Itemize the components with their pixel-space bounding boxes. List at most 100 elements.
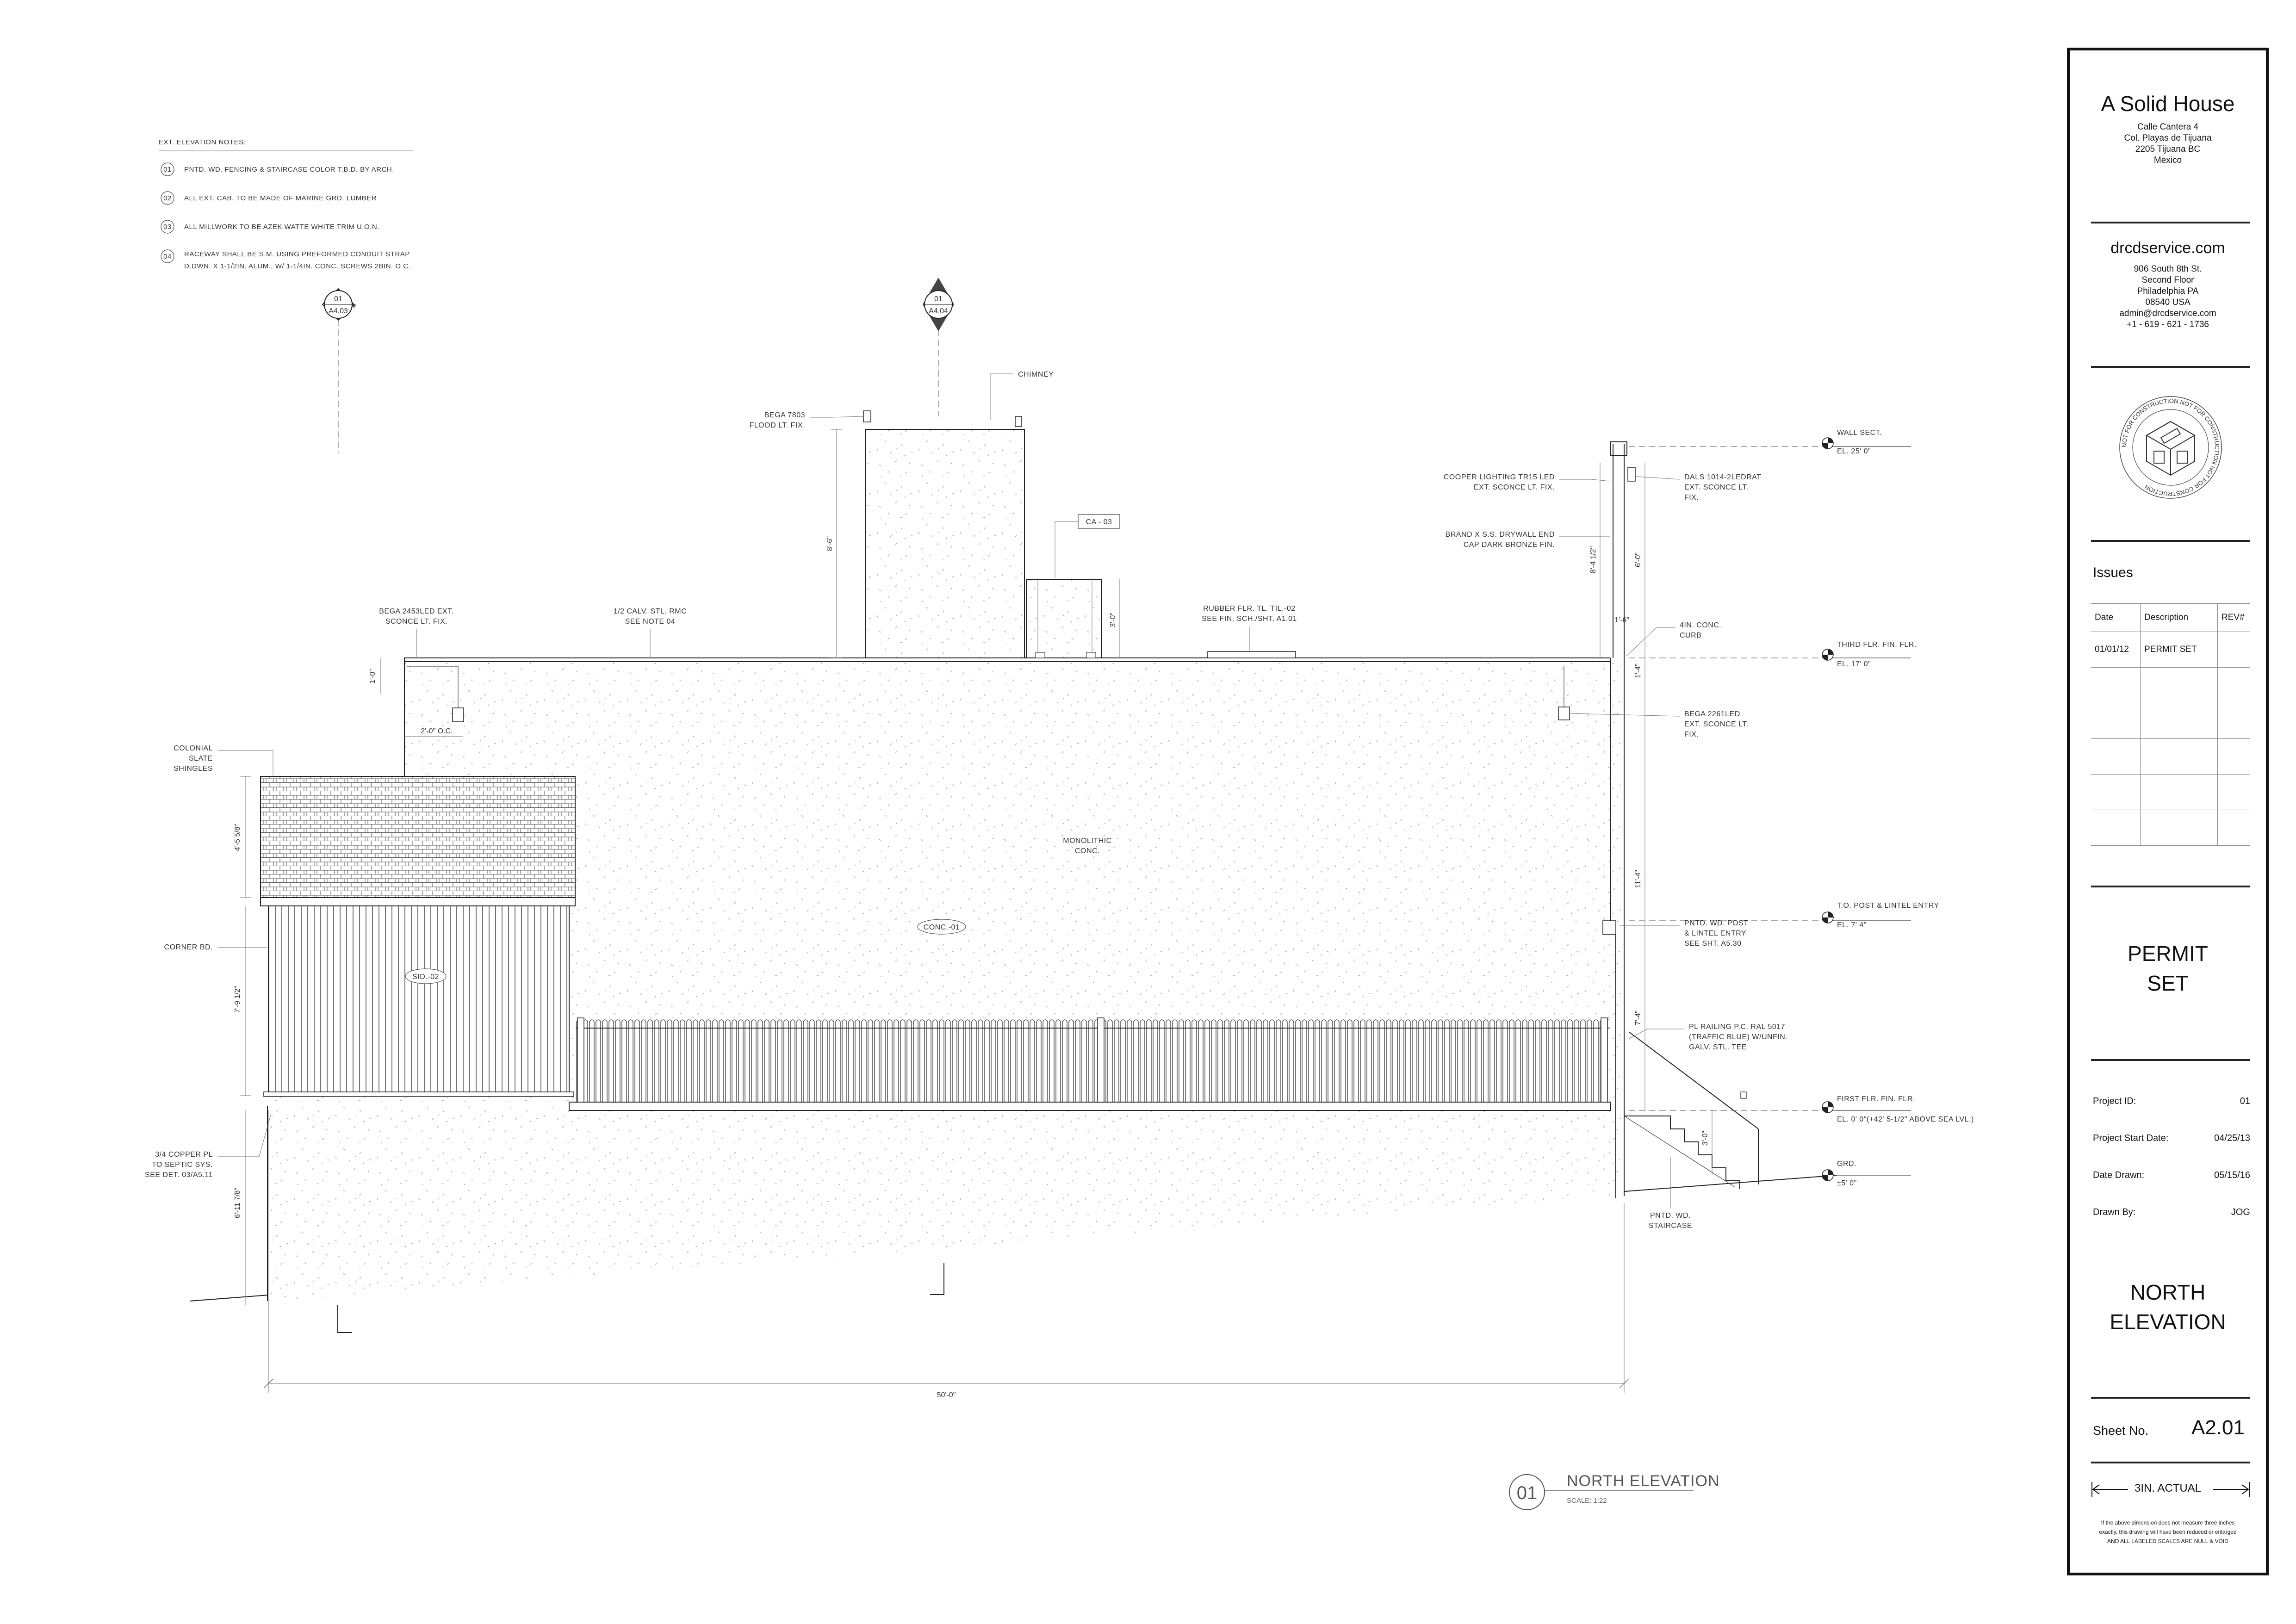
- section-marker-a403: 01 A4.03: [322, 288, 356, 453]
- scale-bar-label: 3IN. ACTUAL: [2134, 1482, 2202, 1494]
- dim-r7: 1'-6": [1614, 616, 1629, 624]
- callout-text: DALS 1014-2LEDRAT: [1684, 473, 1762, 481]
- parapet-dim: 1'-0": [369, 669, 377, 684]
- note-text: PNTD. WD. FENCING & STAIRCASE COLOR T.B.…: [184, 166, 394, 174]
- callout-text: PL RAILING P.C. RAL 5017: [1689, 1023, 1785, 1031]
- table-row: [2091, 738, 2250, 775]
- foundation-break-center: [930, 1263, 944, 1295]
- callout-text: CURB: [1680, 632, 1701, 639]
- firm-address-line: Mexico: [2153, 155, 2182, 165]
- callout-text: SCONCE LT. FIX.: [385, 618, 447, 626]
- info-label: Project ID:: [2093, 1096, 2136, 1106]
- level-elevation: EL. 7' 4": [1837, 921, 1867, 929]
- callout-text: PNTD. WD.: [1650, 1212, 1691, 1220]
- level-grade: GRD. ±5' 0": [1822, 1160, 1911, 1187]
- callout-text: & LINTEL ENTRY: [1684, 930, 1746, 937]
- callout-text: 1/2 CALV. STL. RMC: [614, 607, 687, 615]
- dim-wall: 7'-9 1/2": [234, 986, 242, 1013]
- info-label: Date Drawn:: [2093, 1170, 2145, 1180]
- chimney-height-dim: 8'-6": [826, 536, 834, 551]
- level-name: FIRST FLR. FIN. FLR.: [1837, 1095, 1915, 1103]
- stamp-text: NOT FOR CONSTRUCTION NOT FOR CONSTRUCTIO…: [2121, 397, 2221, 497]
- callout-text: SEE NOTE 04: [625, 618, 676, 626]
- issue-date: [2091, 774, 2141, 810]
- column-header: Date: [2091, 603, 2141, 632]
- left-dimensions: 4'-5 5/8" 7'-9 1/2" 6'-11 7/8": [234, 776, 251, 1305]
- issue-description: [2140, 774, 2218, 810]
- callout-text: CONC.: [1075, 847, 1100, 855]
- table-header-row: Date Description REV#: [2091, 603, 2250, 632]
- chimney: 8'-6": [826, 410, 1025, 658]
- issue-description: [2140, 667, 2218, 703]
- dim-r1: 6'-0": [1634, 552, 1642, 567]
- callout-bega2261: BEGA 2261LED EXT. SCONCE LT. FIX.: [1570, 710, 1748, 738]
- issue-date: [2091, 703, 2141, 739]
- right-dimensions: 6'-0" 8'-4 1/2" 1'-4" 11'-4" 7'-4" 3'-0"…: [1589, 463, 1713, 1175]
- dim-r2: 8'-4 1/2": [1589, 546, 1597, 574]
- callout-text: EXT. SCONCE LT.: [1684, 483, 1749, 491]
- firm-address-line: Col. Playas de Tijuana: [2124, 133, 2212, 143]
- firm-name: A Solid House: [2101, 92, 2235, 116]
- callout-text: SLATE: [189, 755, 213, 762]
- callout-text: TO SEPTIC SYS.: [152, 1161, 213, 1169]
- issue-description: [2140, 703, 2218, 739]
- scale-bar-arrows-icon: [2091, 1482, 2250, 1497]
- callout-brand: BRAND X S.S. DRYWALL END CAP DARK BRONZE…: [1446, 531, 1610, 549]
- issue-description: PERMIT SET: [2140, 632, 2218, 668]
- issue-description: [2140, 810, 2218, 846]
- level-third-floor: THIRD FLR. FIN. FLR. EL. 17' 0": [1629, 641, 1917, 668]
- note-number: 02: [163, 194, 172, 202]
- rubber-floor-strip: [1207, 651, 1296, 658]
- level-wall-sect: WALL SECT. EL. 25' 0": [1629, 429, 1911, 455]
- entry-staircase: [1602, 920, 1759, 1189]
- dim-r6: 3'-0": [1701, 1131, 1709, 1146]
- callout-conc01: CONC.-01: [917, 919, 966, 935]
- callout-text: CORNER BD.: [164, 943, 213, 951]
- offset-dim: 2'-0" O.C.: [421, 727, 453, 735]
- issue-description: [2140, 738, 2218, 775]
- callout-text: PNTD. WD. POST: [1684, 919, 1749, 927]
- callout-rubber: RUBBER FLR. TL. TIL.-02 SEE FIN. SCH./SH…: [1202, 605, 1297, 651]
- callout-bega7803: BEGA 7803 FLOOD LT. FIX.: [750, 411, 864, 429]
- issue-date: 01/01/12: [2091, 632, 2141, 668]
- svg-text:NOT FOR CONSTRUCTION NOT FOR: NOT FOR CONSTRUCTION NOT FOR CONSTRUCTIO…: [2121, 397, 2221, 497]
- info-label: Project Start Date:: [2093, 1133, 2169, 1143]
- callout-text: CONC.-01: [924, 924, 960, 931]
- callout-post: PNTD. WD. POST & LINTEL ENTRY SEE SHT. A…: [1620, 919, 1749, 948]
- email-link[interactable]: admin@drcdservice.com: [2119, 309, 2216, 318]
- callout-text: 3/4 COPPER PL: [155, 1151, 213, 1159]
- roof-cabinet: 3'-0": [1026, 578, 1120, 658]
- callout-bega2453: BEGA 2453LED EXT. SCONCE LT. FIX.: [379, 607, 453, 657]
- callout-text: SEE DET. 03/A5.11: [145, 1171, 213, 1179]
- set-title-line: PERMIT: [2128, 942, 2208, 966]
- dim-roof: 4'-5 5/8": [234, 824, 242, 851]
- sheet-title-line: ELEVATION: [2110, 1310, 2226, 1334]
- callout-text: SEE FIN. SCH./SHT. A1.01: [1202, 615, 1297, 623]
- callout-text: CA - 03: [1086, 518, 1112, 526]
- callout-monolithic: MONOLITHIC CONC.: [1063, 837, 1111, 855]
- callout-text: RUBBER FLR. TL. TIL.-02: [1203, 605, 1295, 613]
- office-address-line: Second Floor: [2141, 275, 2194, 285]
- title-block: A Solid House Calle Cantera 4 Col. Playa…: [2067, 48, 2269, 1575]
- website-link[interactable]: drcdservice.com: [2110, 239, 2225, 257]
- callout-text: MONOLITHIC: [1063, 837, 1111, 845]
- info-label: Drawn By:: [2093, 1207, 2136, 1217]
- callout-text: COOPER LIGHTING TR15 LED: [1444, 473, 1555, 481]
- note-text: ALL MILLWORK TO BE AZEK WATTE WHITE TRIM…: [184, 223, 379, 231]
- table-row: [2091, 703, 2250, 739]
- callout-staircase: PNTD. WD. STAIRCASE: [1649, 1157, 1692, 1230]
- dim-r3: 1'-4": [1634, 663, 1642, 678]
- issue-date: [2091, 738, 2141, 775]
- level-name: THIRD FLR. FIN. FLR.: [1837, 641, 1917, 649]
- drawing-title: 01 NORTH ELEVATION SCALE: 1:22: [1509, 1472, 1719, 1510]
- callout-text: SHINGLES: [174, 765, 213, 773]
- callout-text: BEGA 7803: [764, 411, 805, 419]
- note-number: 01: [163, 166, 172, 174]
- level-elevation: EL. 17' 0": [1837, 660, 1871, 668]
- table-row: [2091, 667, 2250, 703]
- disclaimer-line: exactly, this drawing will have been red…: [2099, 1529, 2237, 1535]
- disclaimer-line: If the above dimension does not measure …: [2101, 1519, 2235, 1526]
- column-header: REV#: [2217, 603, 2250, 632]
- table-row: [2091, 810, 2250, 846]
